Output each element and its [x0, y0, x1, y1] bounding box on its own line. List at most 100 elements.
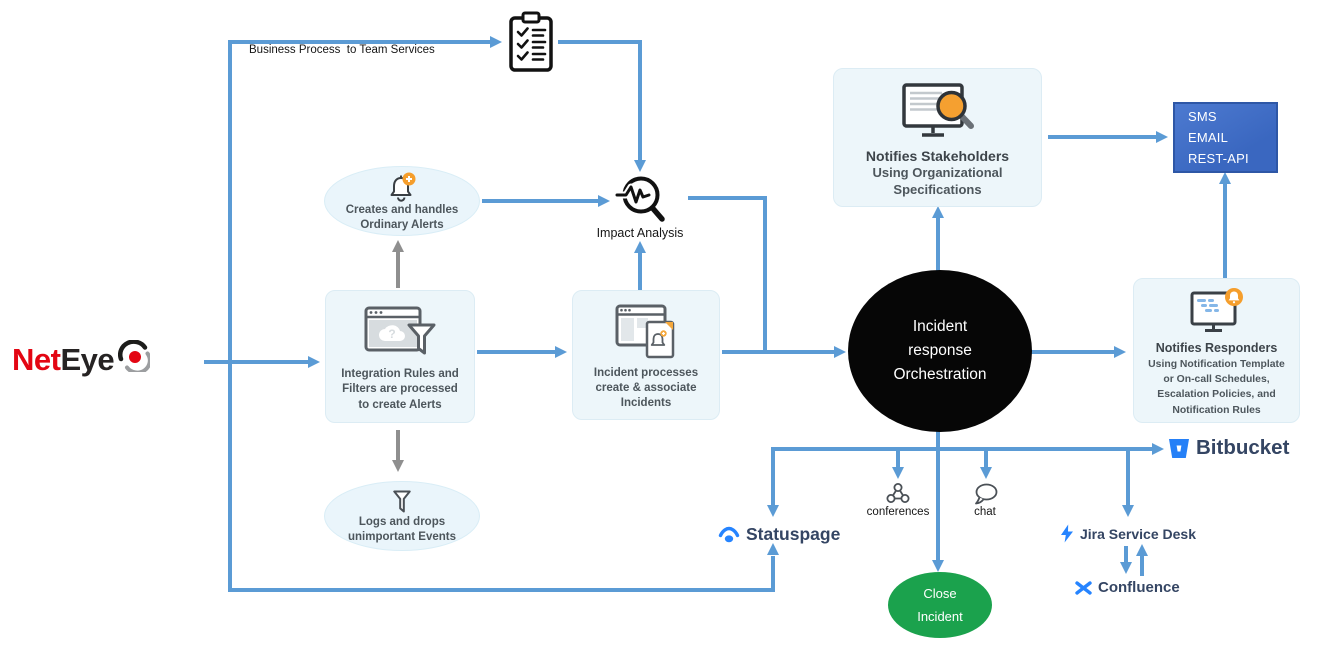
impact-analysis-icon [614, 176, 665, 222]
arrowhead-to-impact-bottom [634, 241, 646, 253]
arrowhead-to-chat [980, 467, 992, 479]
arrowhead-to-integration [308, 356, 320, 368]
responders-label-2: or On-call Schedules, [1163, 374, 1270, 386]
connector-circle-to-stakeholders [936, 218, 940, 272]
orchestration-label-1: Incident [912, 317, 968, 335]
monitor-bell-icon [1190, 288, 1243, 333]
integration-label-3: to create Alerts [358, 398, 442, 411]
neteye-eye-icon [118, 340, 151, 372]
funnel-icon [393, 490, 411, 513]
jira-icon [1061, 524, 1073, 543]
jira-service-desk-logo: Jira Service Desk [1060, 524, 1196, 543]
arrowhead-to-channels-bottom [1219, 172, 1231, 184]
arrowhead-to-logs-oval [392, 460, 404, 472]
arrowhead-to-impact-left [598, 195, 610, 207]
conferences-label: conferences [866, 506, 930, 518]
arrowhead-to-bitbucket [1152, 443, 1164, 455]
statuspage-icon [718, 526, 740, 543]
bitbucket-icon [1169, 438, 1189, 458]
arrowhead-to-close-incident [932, 560, 944, 572]
notifies-stakeholders-box: Notifies Stakeholders Using Organization… [833, 68, 1042, 207]
logs-drops-label-1: Logs and drops [358, 515, 446, 528]
arrowhead-to-stakeholders [932, 206, 944, 218]
arrowhead-to-channels-left [1156, 131, 1168, 143]
logs-drops-oval: Logs and drops unimportant Events [324, 481, 480, 551]
connector-integration-to-alerts-oval [396, 252, 400, 288]
connector-alerts-to-impact [482, 199, 600, 203]
statuspage-logo: Statuspage [718, 524, 840, 545]
monitor-magnifier-icon [901, 82, 974, 137]
arrowhead-to-jira [1122, 505, 1134, 517]
close-incident-label-1: Close [923, 585, 957, 601]
connector-impact-right [688, 196, 767, 200]
chat-label: chat [974, 506, 996, 518]
logs-drops-label-2: unimportant Events [348, 531, 456, 543]
connector-responders-to-channels [1223, 184, 1227, 278]
confluence-icon [1075, 580, 1092, 595]
arrowhead-to-checklist [490, 36, 502, 48]
impact-analysis-label: Impact Analysis [596, 226, 684, 240]
chat-icon [975, 483, 998, 505]
arrowhead-to-circle-left [834, 346, 846, 358]
jira-label: Jira Service Desk [1080, 525, 1196, 542]
confluence-logo: Confluence [1075, 579, 1180, 596]
stakeholders-title: Notifies Stakeholders [865, 147, 1010, 164]
neteye-logo-net: Net [12, 342, 61, 377]
connector-up-to-statuspage [771, 556, 775, 592]
stakeholders-label-1: Using Organizational [872, 164, 1003, 180]
arrowhead-to-responders [1114, 346, 1126, 358]
conferences-icon [886, 483, 910, 503]
bitbucket-logo: Bitbucket [1168, 436, 1289, 460]
connector-neteye-out [204, 360, 310, 364]
creates-alerts-oval: Creates and handles Ordinary Alerts [324, 166, 480, 236]
arrowhead-to-statuspage-top [767, 505, 779, 517]
connector-impact-down [763, 196, 767, 354]
connector-left-trunk [228, 40, 232, 592]
connector-to-conferences [896, 449, 900, 471]
arrowhead-to-confluence [1120, 562, 1132, 574]
integration-rules-box: ? Integration Rules and Filters are proc… [325, 290, 475, 423]
browser-document-bell-icon [615, 304, 675, 358]
responders-label-1: Using Notification Template [1148, 359, 1285, 371]
confluence-label: Confluence [1098, 579, 1180, 596]
stakeholders-label-2: Specifications [893, 181, 982, 197]
arrowhead-to-statuspage-bottom [767, 543, 779, 555]
incident-processes-box: Incident processes create & associate In… [572, 290, 720, 420]
bell-plus-icon [390, 172, 416, 202]
integration-label-1: Integration Rules and [341, 368, 459, 381]
bitbucket-label: Bitbucket [1196, 436, 1290, 459]
connector-jira-to-confluence [1124, 546, 1128, 566]
connector-confluence-to-jira [1140, 556, 1144, 576]
close-incident-label-2: Incident [917, 609, 963, 624]
channel-rest-api: REST-API [1188, 151, 1249, 167]
connector-down-to-statuspage [771, 447, 775, 509]
checklist-clipboard-icon [509, 11, 553, 72]
statuspage-label: Statuspage [746, 524, 841, 544]
arrowhead-to-incident-box [555, 346, 567, 358]
responders-label-3: Escalation Policies, and [1157, 389, 1276, 401]
connector-integration-to-incident [477, 350, 557, 354]
incident-box-label-2: create & associate [595, 381, 697, 394]
arrowhead-to-conferences [892, 467, 904, 479]
arrowhead-to-jira-bottom [1136, 544, 1148, 556]
connector-checklist-right [558, 40, 642, 44]
incident-box-label-1: Incident processes [593, 366, 699, 379]
connector-to-jira [1126, 449, 1130, 509]
incident-orchestration-circle: Incident response Orchestration [848, 270, 1032, 432]
creates-alerts-label-2: Ordinary Alerts [360, 219, 444, 231]
connector-to-chat [984, 449, 988, 471]
channel-email: EMAIL [1188, 129, 1229, 145]
arrowhead-to-impact-top [634, 160, 646, 172]
close-incident-ellipse: Close Incident [888, 572, 992, 638]
connector-circle-to-responders [1030, 350, 1116, 354]
connector-incident-to-circle [722, 350, 836, 354]
notifies-responders-box: Notifies Responders Using Notification T… [1133, 278, 1300, 423]
svg-text:?: ? [388, 327, 395, 341]
orchestration-label-2: response [908, 341, 972, 359]
connector-services-branch [771, 447, 1156, 451]
connector-integration-to-logs-oval [396, 430, 400, 464]
integration-label-2: Filters are processed [342, 383, 458, 396]
connector-circle-to-close [936, 430, 940, 564]
